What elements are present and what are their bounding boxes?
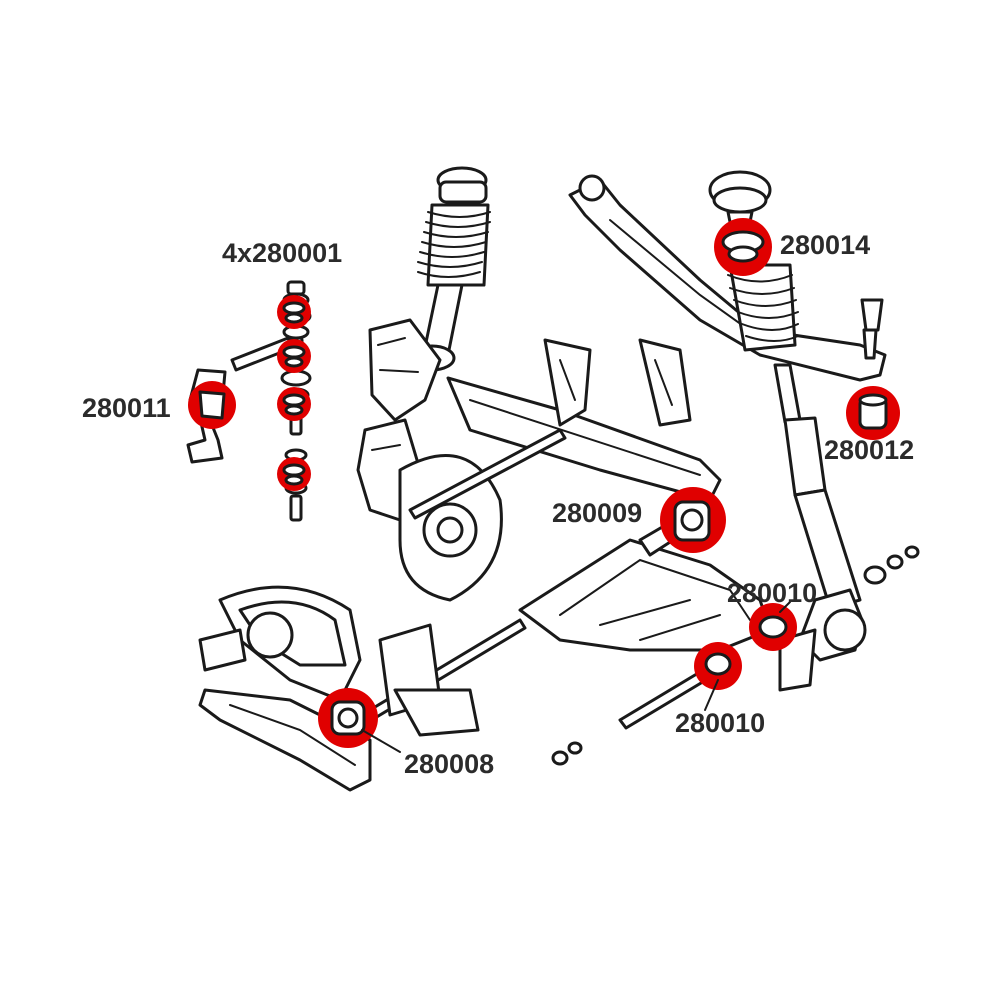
callout-280011: 280011 (82, 393, 171, 423)
knuckle-assembly (356, 318, 503, 602)
callout-280009: 280009 (552, 498, 643, 528)
small-loose-parts (551, 545, 920, 766)
left-lower-assembly (198, 585, 480, 792)
callout-280010-lower: 280010 (675, 708, 766, 738)
callout-280014: 280014 (780, 230, 871, 260)
callout-280012: 280012 (824, 435, 915, 465)
callout-280001: 4x280001 (222, 238, 343, 268)
callout-280008: 280008 (404, 749, 495, 779)
callout-280010-upper: 280010 (727, 578, 818, 608)
crossmember (408, 338, 722, 520)
leader-lines (361, 601, 791, 753)
highlighted-bushings (198, 230, 888, 736)
